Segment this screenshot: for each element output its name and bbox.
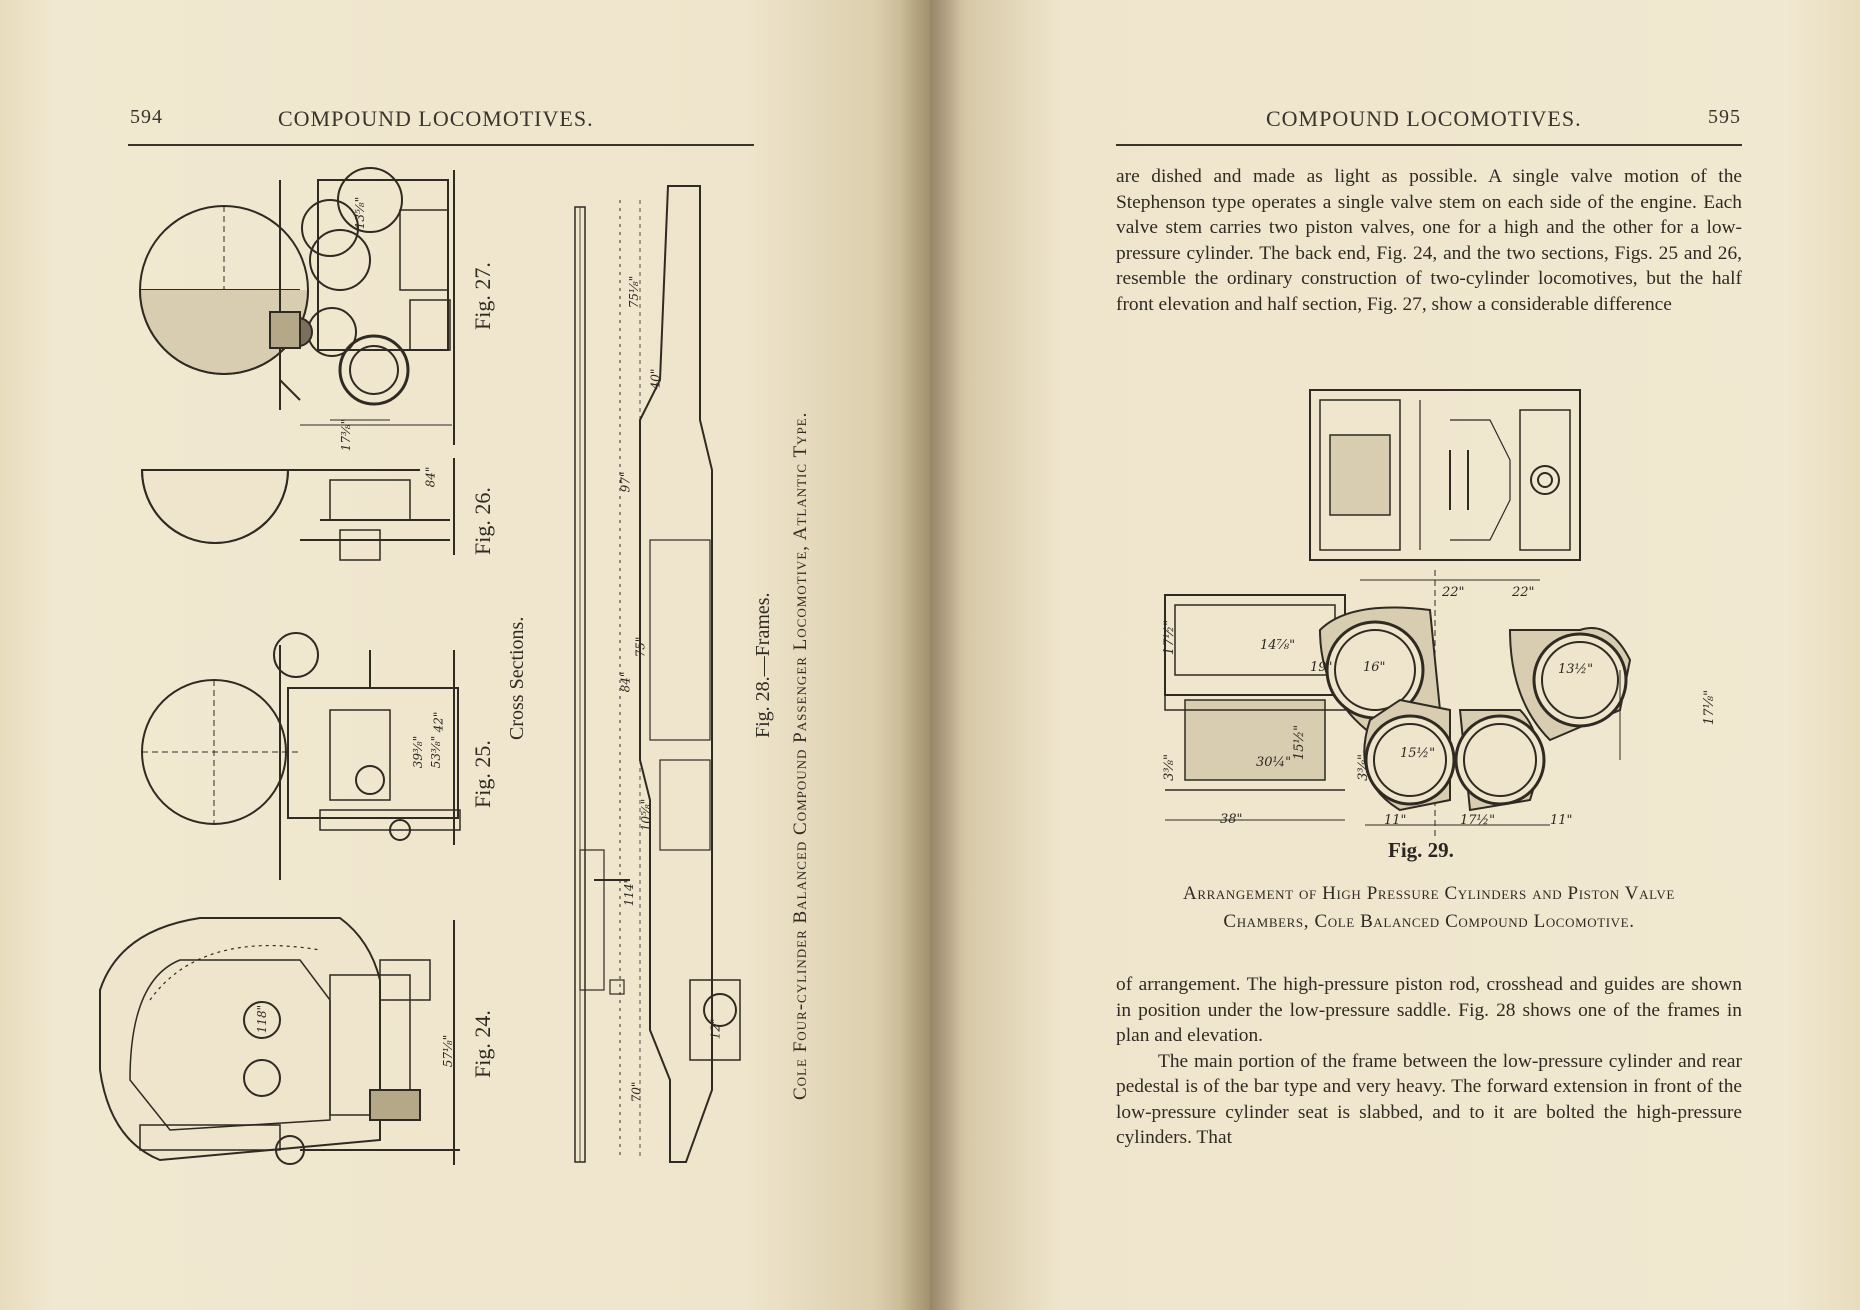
fig28-drawing [574, 185, 741, 1163]
fig29-label: Fig. 29. [1388, 838, 1454, 862]
fig29-dim-10: 30¼" [1256, 755, 1292, 770]
fig29-dim-13: 17½" [1162, 619, 1178, 656]
fig24-drawing [99, 917, 460, 1165]
fig29-dim-2: 16" [1363, 660, 1386, 675]
fig28-dim-4: 75" [633, 636, 648, 658]
fig27-dim-a: 17⅜" [339, 418, 354, 452]
paragraph-bottom: of arrangement. The high-pressure piston… [1116, 972, 1742, 1151]
paragraph-bottom-1: of arrangement. The high-pressure piston… [1116, 974, 1742, 1046]
fig25-dim-b: 53⅜" [429, 735, 444, 769]
frames-label: Fig. 28.—Frames. [752, 592, 774, 738]
paragraph-top: are dished and made as light as possible… [1116, 164, 1742, 317]
right-head-rule [1116, 144, 1742, 146]
fig29-dim-5: 17⅛" [1702, 689, 1718, 726]
fig28-dim-7: 12" [708, 1018, 723, 1040]
fig29-drawing [1164, 389, 1632, 840]
paragraph-top-text: are dished and made as light as possible… [1116, 166, 1742, 315]
fig28-dim-2: 97" [618, 471, 633, 493]
fig25-label: Fig. 25. [470, 740, 495, 808]
fig29-dim-11: 14⅞" [1260, 638, 1296, 653]
fig29-dim-9: 38" [1220, 812, 1243, 827]
fig29-dim-0: 22" [1442, 585, 1465, 600]
right-page: COMPOUND LOCOMOTIVES. 595 are dished and… [930, 0, 1860, 1310]
gutter-shadow [900, 0, 960, 1310]
fig26-drawing [140, 458, 455, 561]
fig29-caption-line2: Chambers, Cole Balanced Compound Locomot… [1223, 911, 1635, 932]
right-running-head: COMPOUND LOCOMOTIVES. [1266, 106, 1582, 131]
fig29-dim-6: 11" [1384, 813, 1407, 828]
cross-section-drawings [99, 167, 741, 1165]
fig24-dim-a: 118" [255, 1004, 270, 1034]
fig27-dim-b: 13⅝" [353, 196, 368, 230]
left-running-head: COMPOUND LOCOMOTIVES. [278, 106, 594, 131]
fig27-label: Fig. 27. [470, 262, 495, 330]
fig29-dim-8: 11" [1550, 813, 1573, 828]
fig29-caption-line1: Arrangement of High Pressure Cylinders a… [1183, 883, 1675, 904]
fig29-dim-15: 3⅜" [1161, 754, 1177, 781]
fig29-dim-16: 3⅜" [1355, 754, 1371, 781]
fig24-dim-b: 57⅛" [441, 1034, 456, 1068]
fig29-dim-12: 19" [1310, 660, 1333, 675]
fig27-drawing [139, 167, 455, 445]
fig29-caption: Arrangement of High Pressure Cylinders a… [1114, 880, 1744, 936]
fig29-dim-14: 15½" [1292, 724, 1308, 761]
left-head-rule [128, 144, 754, 146]
fig29-dim-7: 17½" [1460, 813, 1496, 828]
paragraph-bottom-2: The main portion of the frame between th… [1116, 1050, 1742, 1149]
fig28-dim-5: 114" [622, 877, 637, 907]
main-figure-caption: Cole Four-cylinder Balanced Compound Pas… [790, 411, 811, 1100]
fig29-dim-4: 15½" [1400, 746, 1436, 761]
fig25-drawing [141, 632, 461, 880]
fig25-dim-a: 39⅜" [411, 735, 426, 769]
fig29-dim-1: 22" [1512, 585, 1535, 600]
cross-sections-label: Cross Sections. [506, 616, 528, 740]
fig28-dim-0: 75⅛" [627, 275, 642, 309]
left-page: 594 COMPOUND LOCOMOTIVES. [0, 0, 930, 1310]
left-page-number: 594 [130, 106, 163, 128]
fig24-label: Fig. 24. [470, 1010, 495, 1078]
fig29-dim-3: 13½" [1558, 662, 1594, 677]
fig28-dim-3: 84" [618, 671, 633, 693]
fig28-dim-8: 10⅝" [639, 798, 654, 832]
fig28-dim-6: 70" [629, 1081, 644, 1103]
fig25-dim-c: 42" [431, 711, 446, 733]
fig26-label: Fig. 26. [470, 487, 495, 555]
right-page-number: 595 [1708, 106, 1741, 128]
fig26-dim: 84" [423, 466, 438, 488]
fig28-dim-1: 40" [648, 368, 663, 390]
